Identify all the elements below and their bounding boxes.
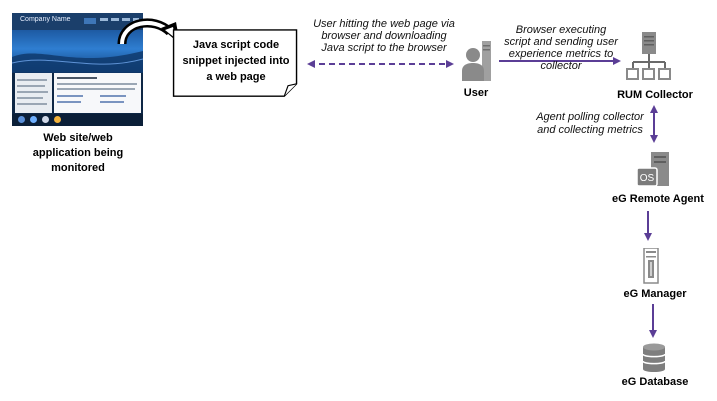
user-label: User <box>463 87 489 99</box>
snippet-label: Java script code snippet injected into a… <box>182 39 290 83</box>
database-label: eG Database <box>621 376 689 388</box>
company-name: Company Name <box>20 16 71 23</box>
os-text: OS <box>640 173 655 184</box>
user-note: User hitting the web page via browser an… <box>313 18 455 54</box>
server-tree-icon <box>626 32 671 80</box>
rum-collector-note: Browser executing script and sending use… <box>504 24 618 72</box>
snippet-note <box>172 29 298 97</box>
database-icon <box>642 343 666 372</box>
os-server-icon: OS <box>637 152 669 187</box>
user-icon <box>462 41 491 81</box>
rum-collector-label: RUM Collector <box>617 89 693 101</box>
agent-label: eG Remote Agent <box>612 193 704 205</box>
tower-server-icon <box>643 248 659 284</box>
website-caption: Web site/web application being monitored <box>32 132 124 174</box>
manager-label: eG Manager <box>623 288 687 300</box>
agent-note: Agent polling collector and collecting m… <box>536 111 644 136</box>
